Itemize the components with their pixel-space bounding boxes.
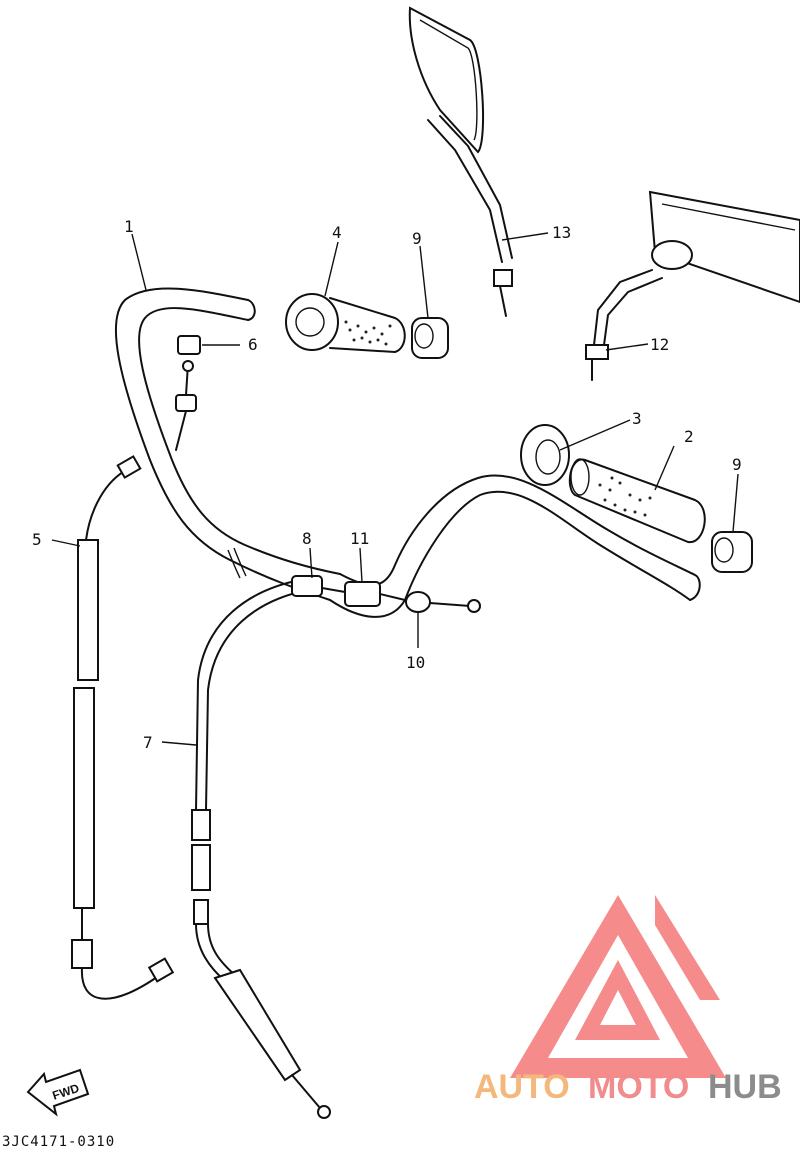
callout-7: 7 <box>143 733 153 752</box>
callout-1: 1 <box>124 217 134 236</box>
callout-5: 5 <box>32 530 42 549</box>
throttle-ring <box>520 424 570 486</box>
clutch-cable <box>191 579 331 1119</box>
callout-13: 13 <box>552 223 571 242</box>
watermark-auto: AUTO <box>474 1068 570 1106</box>
throttle-grip <box>568 458 706 544</box>
left-grip <box>285 293 406 353</box>
watermark-moto: MOTO <box>588 1068 689 1106</box>
callout-2: 2 <box>684 427 694 446</box>
leader-lines <box>51 232 739 746</box>
callout-10: 10 <box>406 653 425 672</box>
grip-end-lower <box>711 531 753 573</box>
callout-3: 3 <box>632 409 642 428</box>
callout-12: 12 <box>650 335 669 354</box>
cable-adjusters <box>291 575 481 613</box>
watermark-hub: HUB <box>708 1068 782 1106</box>
cable-fitting <box>175 335 201 451</box>
watermark-logo <box>510 895 726 1078</box>
mirror-right <box>585 190 800 381</box>
callout-11: 11 <box>350 529 369 548</box>
callout-labels: 1 2 3 4 5 6 7 8 9 9 10 11 12 13 <box>32 217 742 752</box>
callout-9-lower: 9 <box>732 455 742 474</box>
watermark-text: AUTO MOTO HUB <box>474 1068 782 1106</box>
callout-6: 6 <box>248 335 258 354</box>
callout-9-upper: 9 <box>412 229 422 248</box>
fwd-arrow: FWD <box>26 1068 90 1117</box>
callout-8: 8 <box>302 529 312 548</box>
grip-end-upper <box>411 317 449 359</box>
choke-cable <box>71 455 175 1000</box>
diagram-code: 3JC4171-0310 <box>2 1134 115 1150</box>
mirror-left <box>408 6 513 317</box>
callout-4: 4 <box>332 223 342 242</box>
handlebar <box>114 287 701 618</box>
